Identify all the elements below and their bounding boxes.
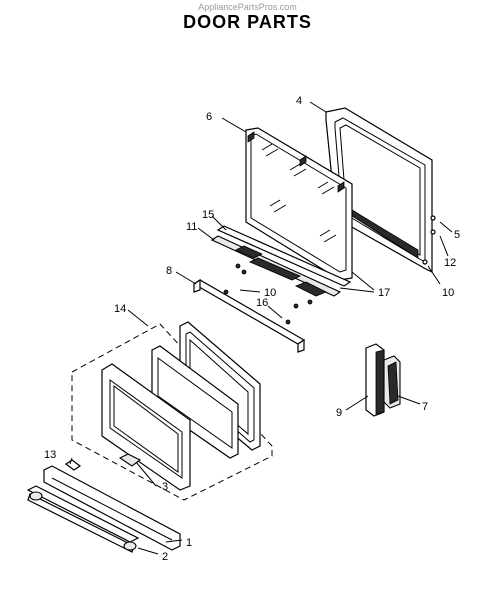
callout-13: 13	[44, 449, 56, 461]
callout-1: 1	[186, 537, 192, 549]
callout-14: 14	[114, 303, 126, 315]
watermark: AppliancePartsPros.com	[198, 2, 297, 12]
callout-2: 2	[162, 551, 168, 563]
callout-16: 16	[256, 297, 268, 309]
callout-4: 4	[296, 95, 302, 107]
part-14-inner-door-assembly	[71, 323, 273, 501]
part-9-hinge-receiver	[365, 343, 385, 417]
callout-11: 11	[186, 221, 197, 233]
callout-10a: 10	[264, 287, 276, 299]
inner-liner-front	[101, 363, 191, 491]
callout-8: 8	[166, 265, 172, 277]
part-4-outer-door-panel	[325, 107, 436, 273]
callout-10b: 10	[442, 287, 454, 299]
callout-6: 6	[206, 111, 212, 123]
callout-3: 3	[162, 481, 168, 493]
callout-5: 5	[454, 229, 460, 241]
part-15-gasket-strip	[216, 225, 352, 287]
part-7-hinge	[383, 355, 401, 409]
part-13-clip	[64, 459, 82, 471]
part-11-trim-strip	[210, 235, 342, 297]
screws-group	[223, 263, 313, 325]
leader-lines	[69, 101, 453, 555]
callout-12: 12	[444, 257, 456, 269]
callout-9: 9	[336, 407, 342, 419]
part-8-bracket	[192, 278, 306, 353]
callout-15: 15	[202, 209, 214, 221]
part-1-door-trim	[43, 465, 181, 551]
part-2-door-handle	[26, 485, 140, 553]
callout-17: 17	[378, 287, 390, 299]
part-6-outer-glass	[245, 127, 353, 281]
page-title: DOOR PARTS	[183, 12, 312, 32]
callout-7: 7	[422, 401, 428, 413]
